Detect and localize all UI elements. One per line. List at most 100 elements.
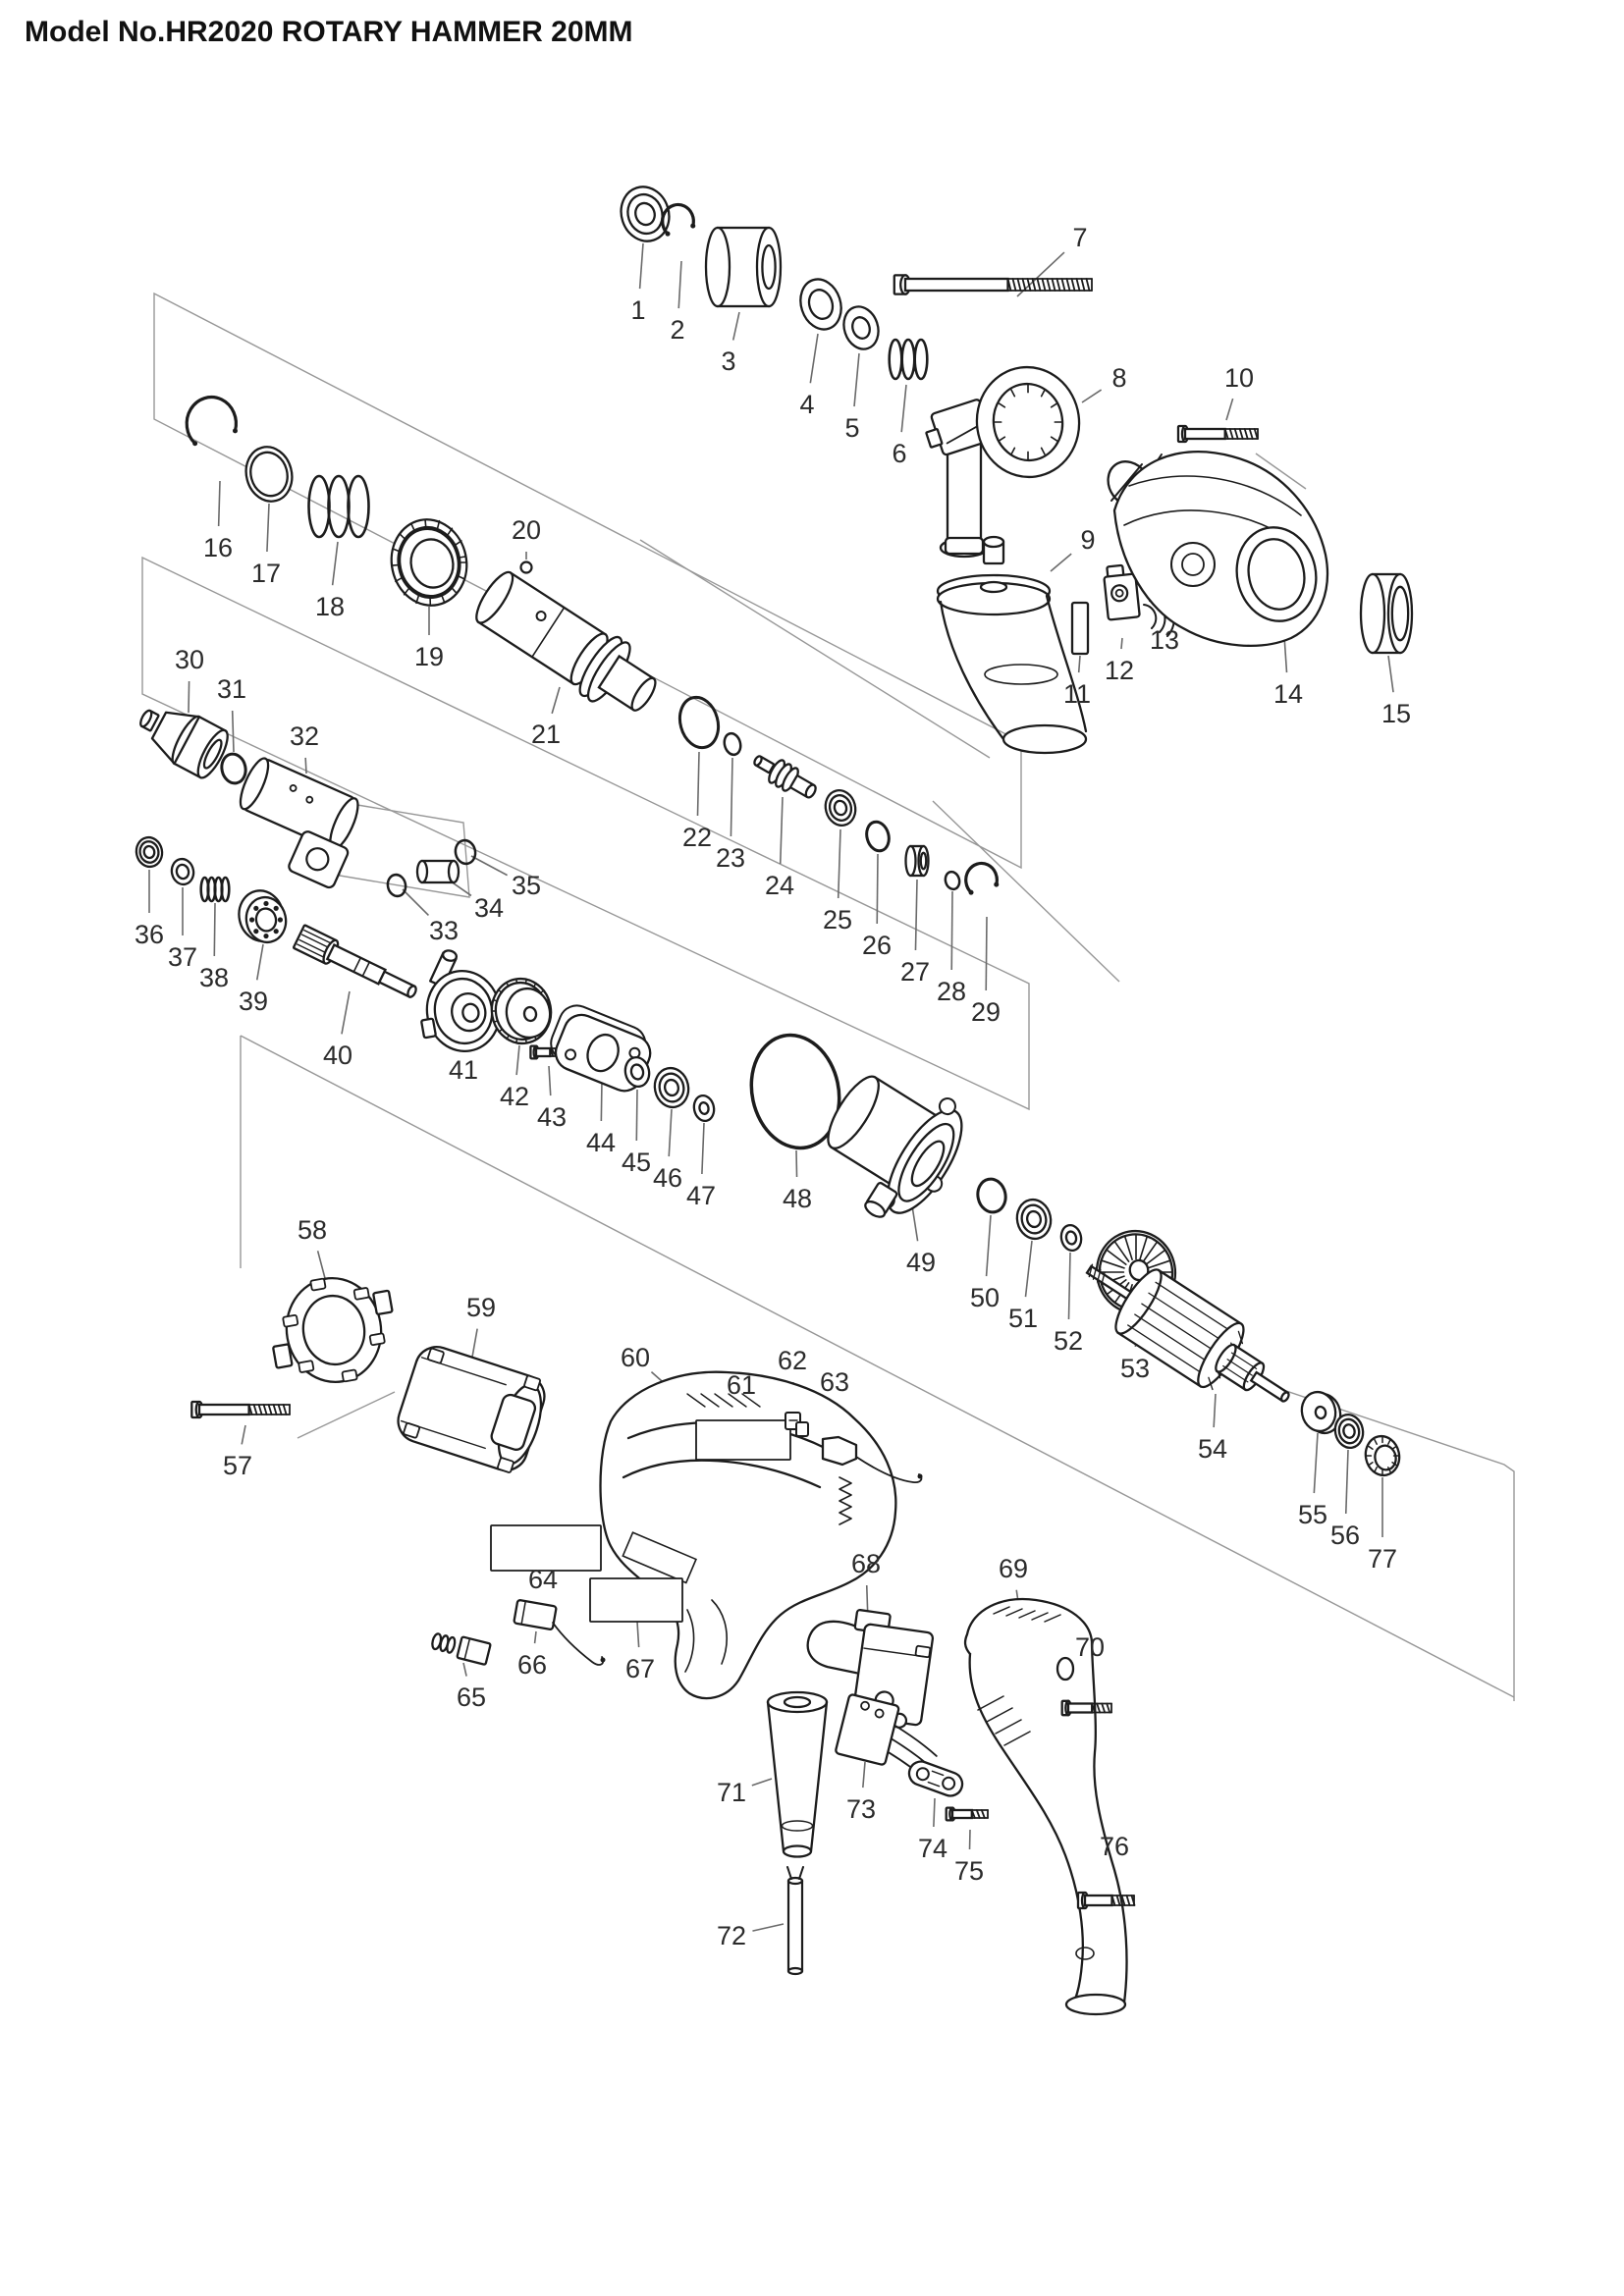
- part-33-label: 33: [429, 916, 459, 945]
- part-61-glyph: [695, 1419, 791, 1461]
- part-48-leader: [795, 1149, 798, 1178]
- part-4-glyph: [799, 278, 842, 331]
- part-24-glyph: [753, 755, 817, 799]
- part-49-label: 49: [906, 1248, 936, 1277]
- part-24-leader: [779, 796, 784, 865]
- part-27-glyph: [904, 844, 930, 878]
- part-39-glyph: [238, 889, 288, 944]
- part-34-label: 34: [474, 893, 504, 923]
- part-62-label: 62: [778, 1346, 807, 1375]
- part-76-glyph: [1076, 1891, 1136, 1910]
- part-48-glyph: [749, 1033, 841, 1150]
- part-23-glyph: [723, 731, 742, 757]
- part-3-glyph: [704, 226, 783, 308]
- part-47-leader: [701, 1122, 705, 1175]
- part-51-label: 51: [1008, 1304, 1038, 1333]
- part-31-label: 31: [217, 674, 246, 704]
- part-48-label: 48: [783, 1184, 812, 1213]
- part-9-leader: [1050, 553, 1072, 572]
- part-40-label: 40: [323, 1041, 352, 1070]
- part-15-label: 15: [1381, 699, 1411, 728]
- part-49-glyph: [827, 1075, 963, 1218]
- part-52-label: 52: [1054, 1326, 1083, 1356]
- part-15-leader: [1387, 655, 1394, 693]
- part-41-glyph: [420, 949, 502, 1053]
- part-19-glyph: [390, 518, 468, 607]
- part-67-leader: [636, 1621, 640, 1648]
- part-11-label: 11: [1063, 679, 1091, 709]
- part-57-glyph: [190, 1400, 291, 1419]
- part-77-glyph: [1364, 1434, 1401, 1477]
- part-23-label: 23: [716, 843, 745, 873]
- part-31-leader: [231, 710, 235, 753]
- part-44-label: 44: [586, 1128, 616, 1157]
- part-54-label: 54: [1198, 1434, 1227, 1464]
- part-5-leader: [853, 352, 860, 407]
- part-12-leader: [1120, 637, 1123, 650]
- part-2-glyph: [661, 202, 696, 237]
- part-28-leader: [950, 890, 953, 971]
- part-1-label: 1: [630, 295, 645, 325]
- part-73-label: 73: [846, 1794, 876, 1824]
- part-22-leader: [696, 751, 700, 817]
- part-15-glyph: [1359, 572, 1414, 655]
- part-29-glyph: [964, 861, 1000, 895]
- part-73-glyph: [835, 1693, 938, 1784]
- part-4-label: 4: [799, 390, 814, 419]
- part-47-glyph: [692, 1094, 716, 1123]
- part-16-glyph: [185, 396, 238, 447]
- part-69-glyph: [963, 1597, 1128, 2016]
- part-5-label: 5: [844, 413, 859, 443]
- part-14-leader: [1283, 635, 1288, 673]
- part-68-label: 68: [851, 1549, 881, 1578]
- part-8-leader: [1081, 389, 1103, 403]
- part-25-leader: [837, 828, 841, 899]
- part-38-label: 38: [199, 963, 229, 992]
- part-8-label: 8: [1111, 363, 1126, 393]
- part-64-label: 64: [528, 1565, 558, 1594]
- part-74-leader: [933, 1797, 936, 1828]
- part-7-glyph: [893, 274, 1093, 295]
- part-58-leader: [316, 1251, 327, 1283]
- part-20-glyph: [519, 561, 533, 574]
- part-74-glyph: [907, 1760, 964, 1797]
- part-63-label: 63: [820, 1367, 849, 1397]
- part-19-label: 19: [414, 642, 444, 671]
- part-65-glyph: [431, 1632, 492, 1666]
- part-14-glyph: [1107, 450, 1329, 647]
- part-3-leader: [731, 311, 740, 341]
- part-46-label: 46: [653, 1163, 682, 1193]
- part-54-glyph: [1085, 1263, 1290, 1403]
- part-53-label: 53: [1120, 1354, 1150, 1383]
- part-56-label: 56: [1330, 1521, 1360, 1550]
- part-32-label: 32: [290, 721, 319, 751]
- part-4-leader: [809, 333, 819, 384]
- part-9-glyph: [936, 535, 1088, 755]
- part-7-label: 7: [1072, 223, 1087, 252]
- part-71-label: 71: [717, 1778, 746, 1807]
- part-5-glyph: [842, 305, 880, 350]
- part-66-glyph: [513, 1599, 606, 1666]
- part-50-label: 50: [970, 1283, 1000, 1312]
- part-18-label: 18: [315, 592, 345, 621]
- part-32-glyph: [239, 757, 359, 889]
- part-24-label: 24: [765, 871, 794, 900]
- part-21-leader: [551, 686, 561, 715]
- part-25-glyph: [824, 789, 857, 827]
- part-59-label: 59: [466, 1293, 496, 1322]
- group-outlines: [141, 292, 1515, 1701]
- part-65-label: 65: [457, 1682, 486, 1712]
- part-10-label: 10: [1224, 363, 1254, 393]
- part-63-glyph: [821, 1435, 923, 1484]
- part-37-glyph: [170, 857, 195, 886]
- part-51-glyph: [1015, 1198, 1053, 1241]
- part-6-glyph: [888, 338, 929, 381]
- part-11-leader: [1077, 655, 1081, 673]
- group-box-16-29: [153, 292, 1022, 870]
- part-39-leader: [255, 943, 264, 981]
- part-64-glyph: [490, 1524, 602, 1572]
- part-2-leader: [677, 260, 682, 309]
- part-17-leader: [266, 503, 270, 553]
- part-35-label: 35: [512, 871, 541, 900]
- part-33-leader: [402, 888, 430, 917]
